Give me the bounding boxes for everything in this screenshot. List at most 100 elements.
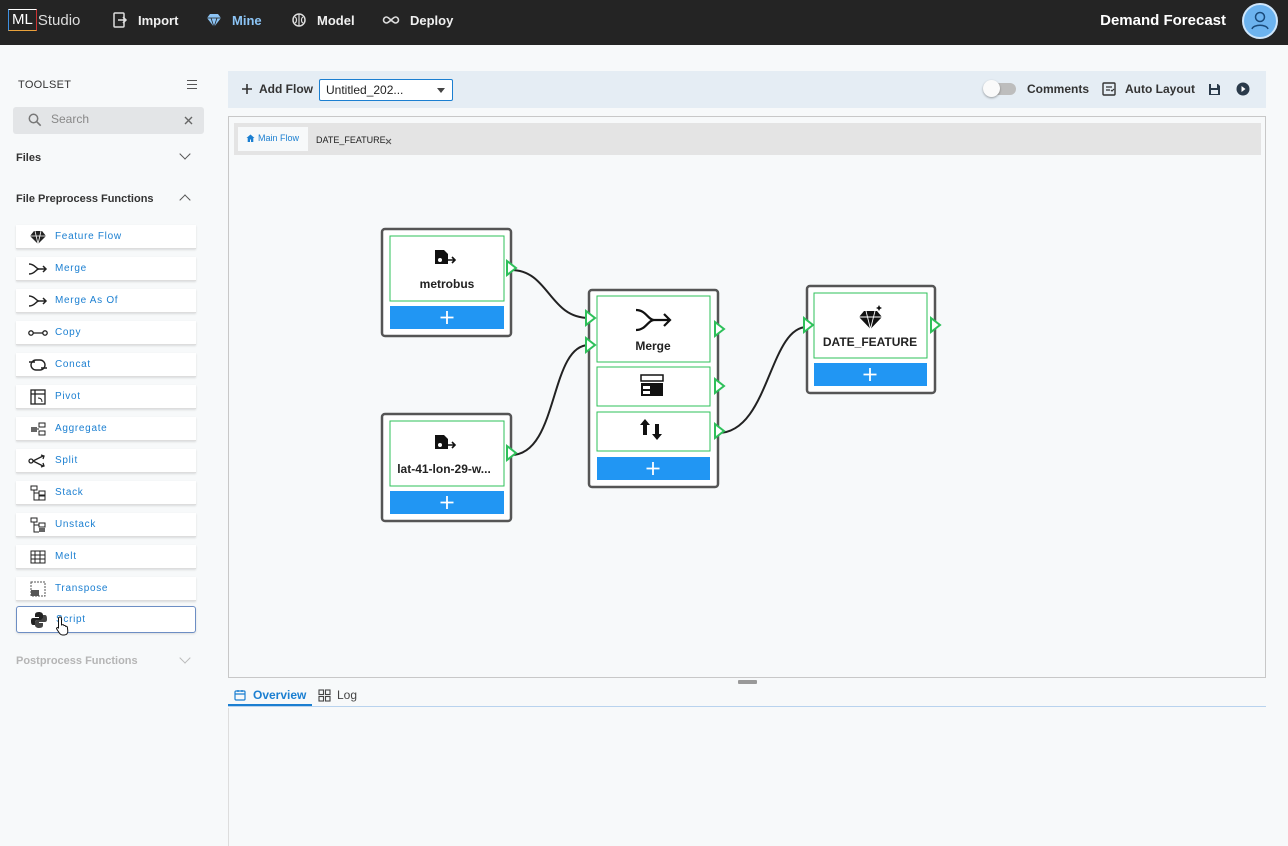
edge-merge-datefeature (717, 326, 808, 434)
merge-step-sort[interactable] (596, 411, 711, 452)
auto-layout-button[interactable]: Auto Layout (1125, 82, 1195, 96)
section-files[interactable]: Files (16, 152, 42, 164)
input-port[interactable] (585, 335, 597, 355)
python-icon (29, 611, 49, 628)
node-merge[interactable]: Merge (585, 288, 726, 489)
search-input[interactable] (51, 112, 181, 126)
output-port[interactable] (930, 315, 942, 335)
tab-date-feature[interactable]: DATE_FEATURE (316, 135, 386, 145)
save-icon[interactable] (1208, 83, 1221, 96)
pivot-icon (28, 388, 48, 405)
run-icon[interactable] (1236, 82, 1250, 96)
home-icon (246, 134, 255, 142)
tool-unstack[interactable]: Unstack (16, 513, 196, 537)
merge-step-table[interactable] (596, 366, 711, 407)
nav-model[interactable]: Model (291, 12, 355, 28)
comments-label: Comments (1027, 82, 1090, 96)
tab-log[interactable]: Log (318, 688, 357, 702)
section-file-preprocess[interactable]: File Preprocess Functions (16, 193, 154, 205)
flow-graph: metrobus lat-41-lon-29-w... (380, 227, 942, 523)
tool-aggregate[interactable]: Aggregate (16, 417, 196, 441)
tool-label: Melt (55, 551, 77, 562)
unstack-icon (28, 517, 48, 533)
sparkle-diamond-icon (859, 305, 882, 330)
tool-label: Merge As Of (55, 295, 119, 306)
tool-script[interactable]: Script (16, 606, 196, 633)
tab-main-flow[interactable]: Main Flow (238, 127, 308, 151)
node-date-feature[interactable]: DATE_FEATURE (803, 284, 942, 395)
flow-tabstrip: Main Flow DATE_FEATURE (234, 123, 1261, 155)
tab-overview[interactable]: Overview (234, 688, 306, 702)
output-port[interactable] (506, 443, 518, 463)
output-port[interactable] (506, 258, 518, 278)
plus-icon (863, 368, 877, 381)
output-port[interactable] (714, 376, 726, 396)
user-avatar[interactable] (1242, 3, 1278, 39)
tool-pivot[interactable]: Pivot (16, 385, 196, 409)
tool-merge-as-of[interactable]: Merge As Of (16, 289, 196, 313)
plus-icon (440, 311, 454, 324)
calendar-icon (234, 690, 246, 701)
tool-stack[interactable]: Stack (16, 481, 196, 505)
diamond-icon (28, 229, 48, 245)
transpose-icon (28, 581, 48, 597)
infinity-icon (382, 16, 400, 24)
resize-handle[interactable] (738, 680, 757, 684)
menu-icon[interactable] (187, 80, 197, 89)
merge-icon (635, 308, 672, 332)
stack-icon (28, 485, 48, 501)
ml-studio-logo[interactable]: ML Studio (8, 9, 80, 31)
chevron-up-icon[interactable] (179, 194, 191, 206)
tool-label: Aggregate (55, 423, 108, 434)
chevron-down-icon[interactable] (179, 148, 191, 160)
brain-icon (292, 13, 306, 27)
nav-import[interactable]: Import (112, 12, 178, 28)
output-port[interactable] (714, 421, 726, 441)
input-port[interactable] (585, 308, 597, 328)
chevron-down-icon[interactable] (179, 652, 191, 664)
tool-split[interactable]: Split (16, 449, 196, 473)
plus-icon (440, 496, 454, 509)
tool-feature-flow[interactable]: Feature Flow (16, 225, 196, 249)
search-icon (28, 113, 42, 127)
chevron-down-icon (437, 88, 445, 93)
nav-deploy[interactable]: Deploy (382, 12, 453, 28)
sort-arrows-icon (640, 419, 662, 440)
plus-icon (646, 462, 660, 475)
tool-concat[interactable]: Concat (16, 353, 196, 377)
bottom-panel-tabs: Overview Log (228, 684, 1266, 707)
output-port[interactable] (714, 319, 726, 339)
nav-mine[interactable]: Mine (206, 12, 262, 28)
close-tab-icon[interactable] (385, 138, 392, 145)
tab-main-flow-label: Main Flow (258, 133, 300, 143)
input-port[interactable] (803, 315, 815, 335)
active-tab-underline (228, 704, 312, 706)
flow-canvas[interactable]: Main Flow DATE_FEATURE metrobus (228, 116, 1266, 678)
tool-label: Copy (55, 327, 82, 338)
node-lat-lon[interactable]: lat-41-lon-29-w... (380, 412, 518, 523)
tool-merge[interactable]: Merge (16, 257, 196, 281)
comments-toggle[interactable] (983, 80, 1016, 97)
tool-label: Pivot (55, 391, 81, 402)
toolset-title: TOOLSET (18, 79, 72, 91)
tool-transpose[interactable]: Transpose (16, 577, 196, 601)
file-import-icon (435, 435, 457, 449)
tab-log-label: Log (337, 688, 358, 702)
search-box (13, 107, 204, 134)
section-postprocess[interactable]: Postprocess Functions (16, 655, 138, 667)
tool-label: Unstack (55, 519, 97, 530)
add-flow-button[interactable]: Add Flow (259, 82, 313, 96)
flow-select[interactable]: Untitled_202... (319, 79, 453, 101)
merge-icon (28, 261, 48, 277)
node-date-feature-label: DATE_FEATURE (823, 335, 917, 349)
clear-search-icon[interactable] (184, 116, 193, 125)
auto-layout-icon[interactable] (1102, 82, 1116, 96)
node-metrobus-label: metrobus (420, 277, 475, 291)
top-navigation-bar: ML Studio Import Mine Model Deploy Deman… (0, 0, 1288, 45)
user-icon (1251, 11, 1269, 30)
tool-melt[interactable]: Melt (16, 545, 196, 569)
tool-copy[interactable]: Copy (16, 321, 196, 345)
toolset-sidebar: TOOLSET Files File Preprocess Functions … (0, 45, 219, 846)
tab-overview-label: Overview (253, 688, 307, 702)
node-metrobus[interactable]: metrobus (380, 227, 518, 338)
